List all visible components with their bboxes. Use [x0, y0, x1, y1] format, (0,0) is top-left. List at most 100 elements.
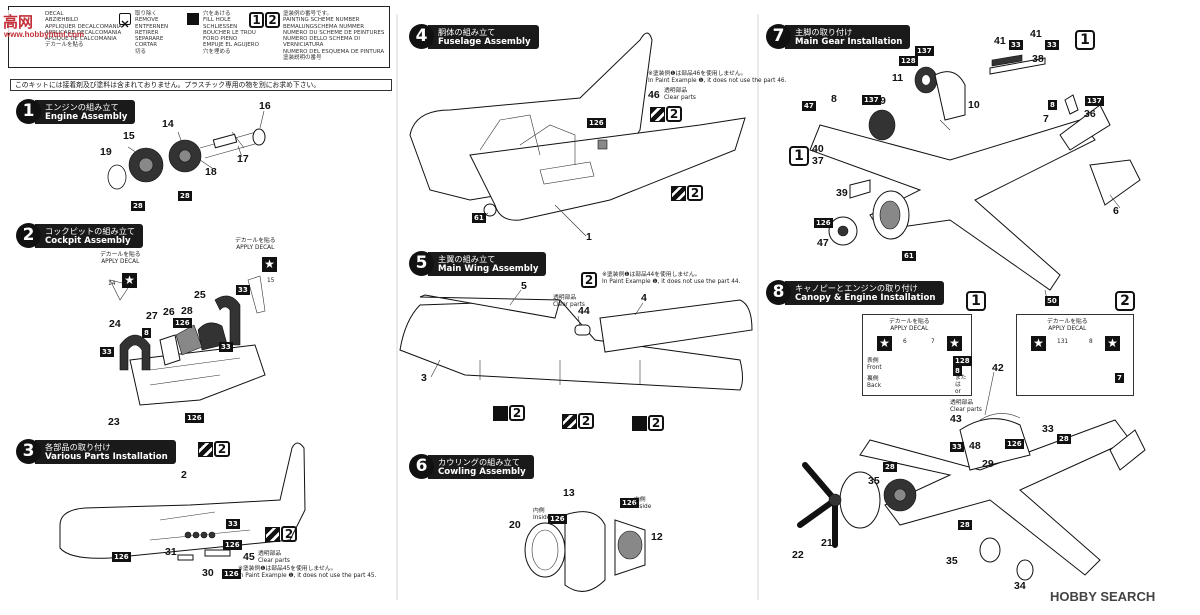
part-number: 14	[162, 118, 174, 130]
part-number: 21	[821, 537, 833, 549]
remove-stripe-icon	[562, 413, 577, 429]
part-number: 30	[202, 567, 214, 579]
propeller-scheme-2-panel: デカールを貼る APPLY DECAL ★ 131 8 ★ 7	[1016, 314, 1134, 396]
decal-star-icon: ★	[947, 336, 962, 351]
paint-color-tag: 33	[100, 347, 114, 357]
step-3-header: 3 各部品の取り付け Various Parts Installation	[16, 439, 176, 464]
part-number: 44	[578, 305, 590, 317]
part-number: 6	[1113, 205, 1119, 217]
step-6-header: 6 カウリングの組み立て Cowling Assembly	[409, 454, 534, 479]
decal-star-icon: ★	[262, 257, 277, 272]
step-label: コックピットの組み立て Cockpit Assembly	[35, 223, 144, 248]
part-number: 22	[792, 549, 804, 561]
remove-symbol-icon	[119, 13, 131, 28]
fill-hole-icon	[493, 405, 508, 421]
paint-color-tag: 126	[620, 498, 639, 508]
decal-number: 14	[108, 281, 116, 287]
part-number: 20	[509, 519, 521, 531]
part-number: 18	[205, 166, 217, 178]
engine-art	[107, 128, 266, 190]
step-8-header: 8 キャノピーとエンジンの取り付け Canopy & Engine Instal…	[766, 280, 944, 305]
step-4-header: 4 胴体の組み立て Fuselage Assembly	[409, 24, 539, 49]
step-5-footnote: ※塗装例❶は部品44を使用しません。 In Paint Example ❶, i…	[602, 272, 741, 285]
step-number: 3	[16, 439, 41, 464]
part-number: 7	[1043, 113, 1049, 125]
paint-color-tag: 137	[915, 46, 934, 56]
step-label: キャノピーとエンジンの取り付け Canopy & Engine Installa…	[785, 280, 944, 305]
part-number: 45	[243, 551, 255, 563]
step-7-header: 7 主脚の取り付け Main Gear Installation	[766, 24, 911, 49]
paint-color-tag: 126	[112, 552, 131, 562]
paint-color-tag: 47	[802, 101, 816, 111]
paint-color-tag: 126	[222, 569, 241, 579]
part-number: 15	[123, 130, 135, 142]
part-number: 17	[237, 153, 249, 165]
step-4-footnote: ※塗装例❶は部品46を使用しません。 In Paint Example ❶, i…	[648, 71, 787, 84]
remove-stripe-icon	[671, 185, 686, 201]
paint-color-tag: 126	[1005, 439, 1024, 449]
part-number: 13	[563, 487, 575, 499]
legend-remove-text: 取り除く REMOVE ENTFERNEN RETIRER SEPARARE C…	[135, 11, 169, 55]
paint-color-tag: 28	[883, 462, 897, 472]
decal-number: 15	[267, 278, 275, 284]
part-number: 16	[259, 100, 271, 112]
part-number: 3	[421, 372, 427, 384]
apply-decal-note: デカールを貼る APPLY DECAL	[100, 252, 141, 265]
part-number: 5	[521, 280, 527, 292]
step-number: 6	[409, 454, 434, 479]
paint-color-tag: 33	[236, 285, 250, 295]
front-label: 表側 Front	[867, 358, 882, 371]
step-number: 2	[16, 223, 41, 248]
cockpit-art	[109, 275, 266, 406]
part-number: 37	[812, 155, 824, 167]
paint-color-tag: 8	[953, 366, 962, 376]
or-label: または or	[955, 375, 967, 395]
paint-color-tag: 126	[587, 118, 606, 128]
part-number: 46	[648, 89, 660, 101]
paint-color-tag: 137	[862, 95, 881, 105]
decal-number: 131	[1057, 339, 1069, 345]
part-number: 41	[994, 35, 1006, 47]
part-number: 4	[641, 292, 647, 304]
main-gear-aircraft-art	[809, 54, 1141, 291]
part-number: 34	[1014, 580, 1026, 592]
paint-color-tag: 126	[185, 413, 204, 423]
apply-decal-note: デカールを貼る APPLY DECAL	[889, 319, 930, 332]
part-number: 9	[880, 95, 886, 107]
part-number: 26	[163, 306, 175, 318]
step-2-header: 2 コックピットの組み立て Cockpit Assembly	[16, 223, 144, 248]
step-1-header: 1 エンジンの組み立て Engine Assembly	[16, 99, 136, 124]
paint-color-tag: 33	[219, 342, 233, 352]
fuselage-half-art	[59, 442, 306, 561]
part-number: 48	[969, 440, 981, 452]
decal-star-icon: ★	[1105, 336, 1120, 351]
part-number: 25	[194, 289, 206, 301]
part-number: 39	[836, 187, 848, 199]
part-number: 12	[651, 531, 663, 543]
part-number: 47	[817, 237, 829, 249]
part-number: 38	[1032, 53, 1044, 65]
canopy-engine-aircraft-art	[797, 413, 1146, 581]
painting-scheme-2-badge: 2	[562, 413, 594, 429]
step-number: 7	[766, 24, 791, 49]
paint-color-tag: 61	[902, 251, 916, 261]
inside-label: 内側 Inside	[634, 497, 652, 510]
paint-color-tag: 28	[178, 191, 192, 201]
kit-notice: このキットには接着剤及び塗料は含まれておりません。プラスチック専用の物を別にお求…	[10, 79, 392, 91]
paint-color-tag: 128	[953, 356, 972, 366]
painting-scheme-2-badge: 2	[493, 405, 525, 421]
cowling-art	[524, 511, 646, 592]
part-number: 28	[181, 305, 193, 317]
painting-scheme-2-badge: 2	[632, 415, 664, 431]
clear-parts-note: 透明部品 Clear parts	[664, 88, 696, 101]
paint-color-tag: 126	[814, 218, 833, 228]
painting-scheme-1-badge: 1	[789, 146, 809, 166]
part-number: 40	[812, 143, 824, 155]
part-number: 33	[1042, 423, 1054, 435]
painting-scheme-2-badge: 2	[265, 526, 297, 542]
paint-color-tag: 8	[1048, 100, 1057, 110]
painting-scheme-2-badge: 2	[581, 272, 597, 288]
part-number: 24	[109, 318, 121, 330]
